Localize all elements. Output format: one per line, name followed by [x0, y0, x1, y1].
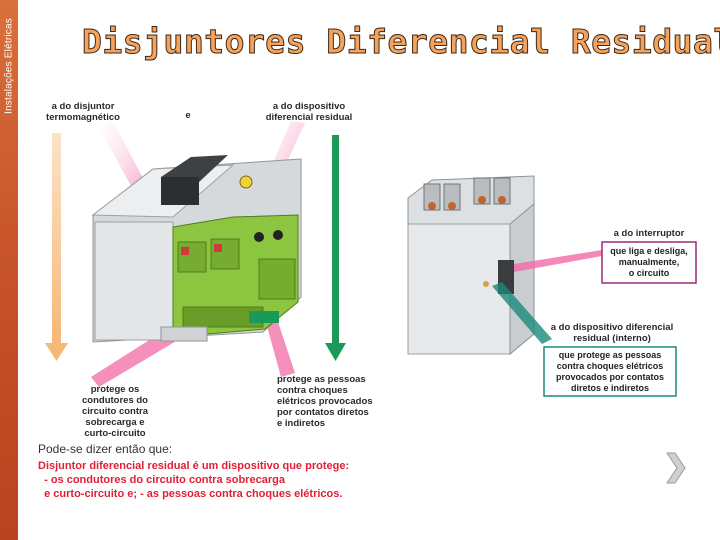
- sidebar-band: Instalações Elétricas: [0, 0, 18, 540]
- green-arrow-head: [325, 343, 346, 361]
- box-device-text: que protege as pessoas contra choques el…: [546, 350, 674, 394]
- label-protects-people: protege as pessoas contra choques elétri…: [277, 374, 373, 429]
- label-thermomagnetic: a do disjuntor termomagnético: [46, 101, 120, 123]
- label-switch: a do interruptor: [613, 228, 685, 239]
- page-title: Disjuntores Diferencial Residual: [82, 22, 720, 62]
- summary-block: Pode-se dizer então que: Disjuntor difer…: [38, 442, 393, 501]
- label-residual-device: a do dispositivo diferencial residual: [265, 101, 353, 123]
- peach-arrow-shaft: [52, 133, 61, 345]
- box-switch-text: que liga e desliga, manualmente, o circu…: [604, 246, 694, 279]
- summary-definition: Disjuntor diferencial residual é um disp…: [38, 460, 350, 500]
- label-connector-e: e: [185, 110, 191, 121]
- chevron-right-icon[interactable]: [664, 450, 688, 486]
- pointer-switch: [514, 250, 602, 272]
- label-residual-internal: a do dispositivo diferencial residual (i…: [550, 322, 674, 344]
- sidebar-label: Instalações Elétricas: [3, 18, 15, 114]
- dr-breaker-illustration: [45, 121, 346, 387]
- pointer-device: [492, 282, 552, 344]
- summary-intro: Pode-se dizer então que:: [38, 442, 173, 456]
- label-protects-conductors: protege os condutores do circuito contra…: [82, 384, 148, 439]
- right-figure: a do interruptor que liga e desliga, man…: [402, 164, 704, 402]
- left-figure: a do disjuntor termomagnético e a do dis…: [33, 97, 395, 515]
- peach-arrow-head: [45, 343, 68, 361]
- green-arrow-shaft: [332, 135, 339, 347]
- pointer-bottom-right: [265, 319, 295, 377]
